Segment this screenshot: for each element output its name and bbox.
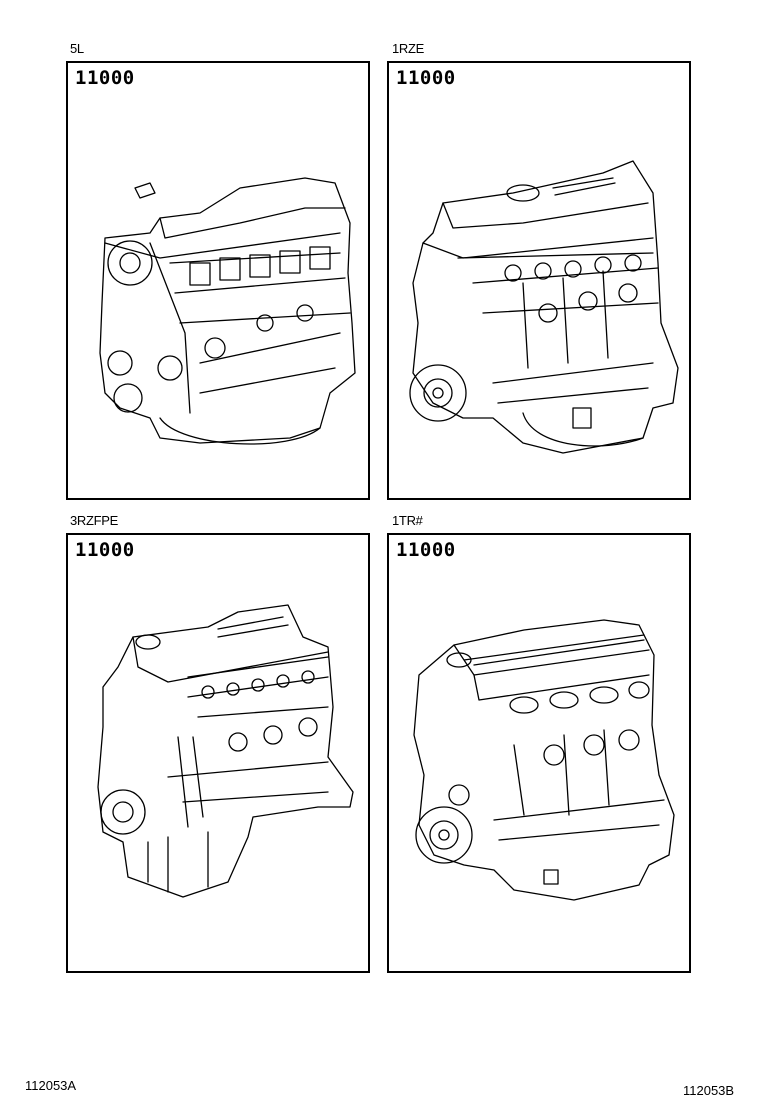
engine-1tr-icon <box>404 615 679 915</box>
engine-5l-icon <box>90 163 360 463</box>
engine-panel-5l[interactable]: 11000 <box>66 61 370 500</box>
engine-panel-1rze[interactable]: 11000 <box>387 61 691 500</box>
part-number: 11000 <box>75 539 135 561</box>
engine-code-label: 3RZFPE <box>70 513 119 528</box>
engine-1rze-icon <box>403 153 688 463</box>
engine-code-label: 5L <box>70 41 84 56</box>
engine-panel-1tr[interactable]: 11000 <box>387 533 691 973</box>
part-number: 11000 <box>75 67 135 89</box>
figure-code-right: 112053B <box>683 1083 735 1098</box>
engine-3rzfpe-icon <box>88 597 358 912</box>
engine-code-label: 1RZE <box>392 41 425 56</box>
engine-panel-3rzfpe[interactable]: 11000 <box>66 533 370 973</box>
part-number: 11000 <box>396 67 456 89</box>
part-number: 11000 <box>396 539 456 561</box>
figure-code-left: 112053A <box>25 1078 77 1093</box>
engine-code-label: 1TR# <box>392 513 423 528</box>
